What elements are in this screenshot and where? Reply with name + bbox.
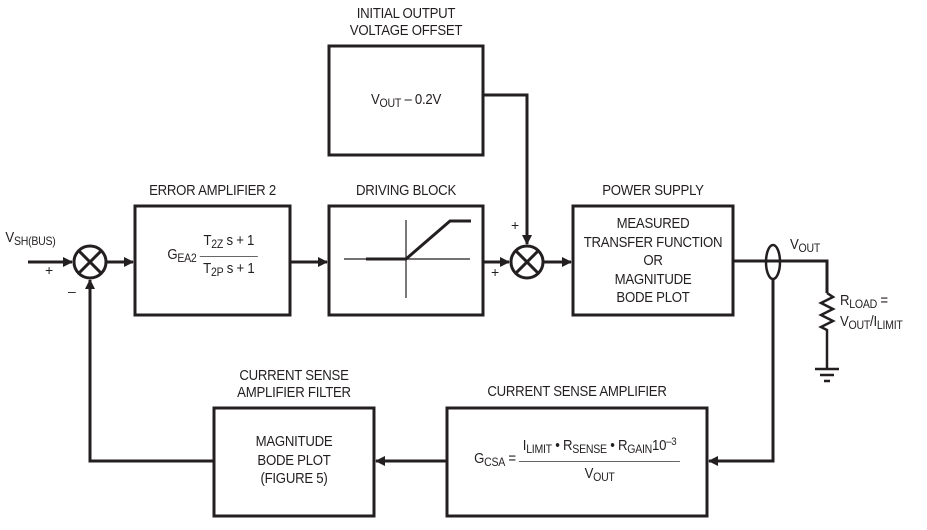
wire-sense-to-csa — [708, 280, 775, 466]
input-label: VSH(BUS) — [5, 229, 56, 248]
saturation-ramp-icon — [344, 219, 471, 298]
summing-junction-2 — [509, 244, 545, 280]
filter-text: MAGNITUDE BODE PLOT (FIGURE 5) — [255, 433, 333, 487]
output-label: VOUT — [790, 236, 821, 255]
csa-title: CURRENT SENSE AMPLIFIER — [487, 383, 667, 400]
driving-block-title: DRIVING BLOCK — [356, 182, 456, 199]
offset-block-expression: VOUT – 0.2V — [370, 91, 442, 110]
summing-junction-1 — [72, 244, 108, 280]
error-amp-transfer-function: GEA2 T2Z s + 1 T2P s + 1 — [144, 232, 280, 281]
offset-block-title: INITIAL OUTPUT VOLTAGE OFFSET — [349, 5, 463, 39]
filter-title: CURRENT SENSE AMPLIFIER FILTER — [237, 367, 351, 401]
power-supply-title: POWER SUPPLY — [602, 182, 704, 199]
current-sensor-icon — [764, 243, 782, 281]
feedback-wire — [85, 279, 214, 463]
junction1-minus: – — [68, 283, 76, 299]
error-amp-title: ERROR AMPLIFIER 2 — [149, 182, 276, 199]
ground-icon — [815, 367, 839, 383]
junction1-plus: + — [45, 262, 54, 278]
junction2-plus-left: + — [491, 264, 500, 280]
junction2-plus-top: + — [511, 217, 520, 233]
offset-block-box — [327, 44, 485, 157]
wire-offset-to-j2 — [483, 93, 532, 245]
output-wire — [733, 259, 829, 293]
resistor-icon — [818, 291, 836, 368]
power-supply-text: MEASURED TRANSFER FUNCTION OR MAGNITUDE … — [583, 215, 723, 306]
csa-gain-equation: GCSA = ILIMIT • RSENSE • RGAIN10–3 VOUT — [463, 434, 692, 486]
load-label: RLOAD = VOUT/ILIMIT — [840, 292, 903, 332]
